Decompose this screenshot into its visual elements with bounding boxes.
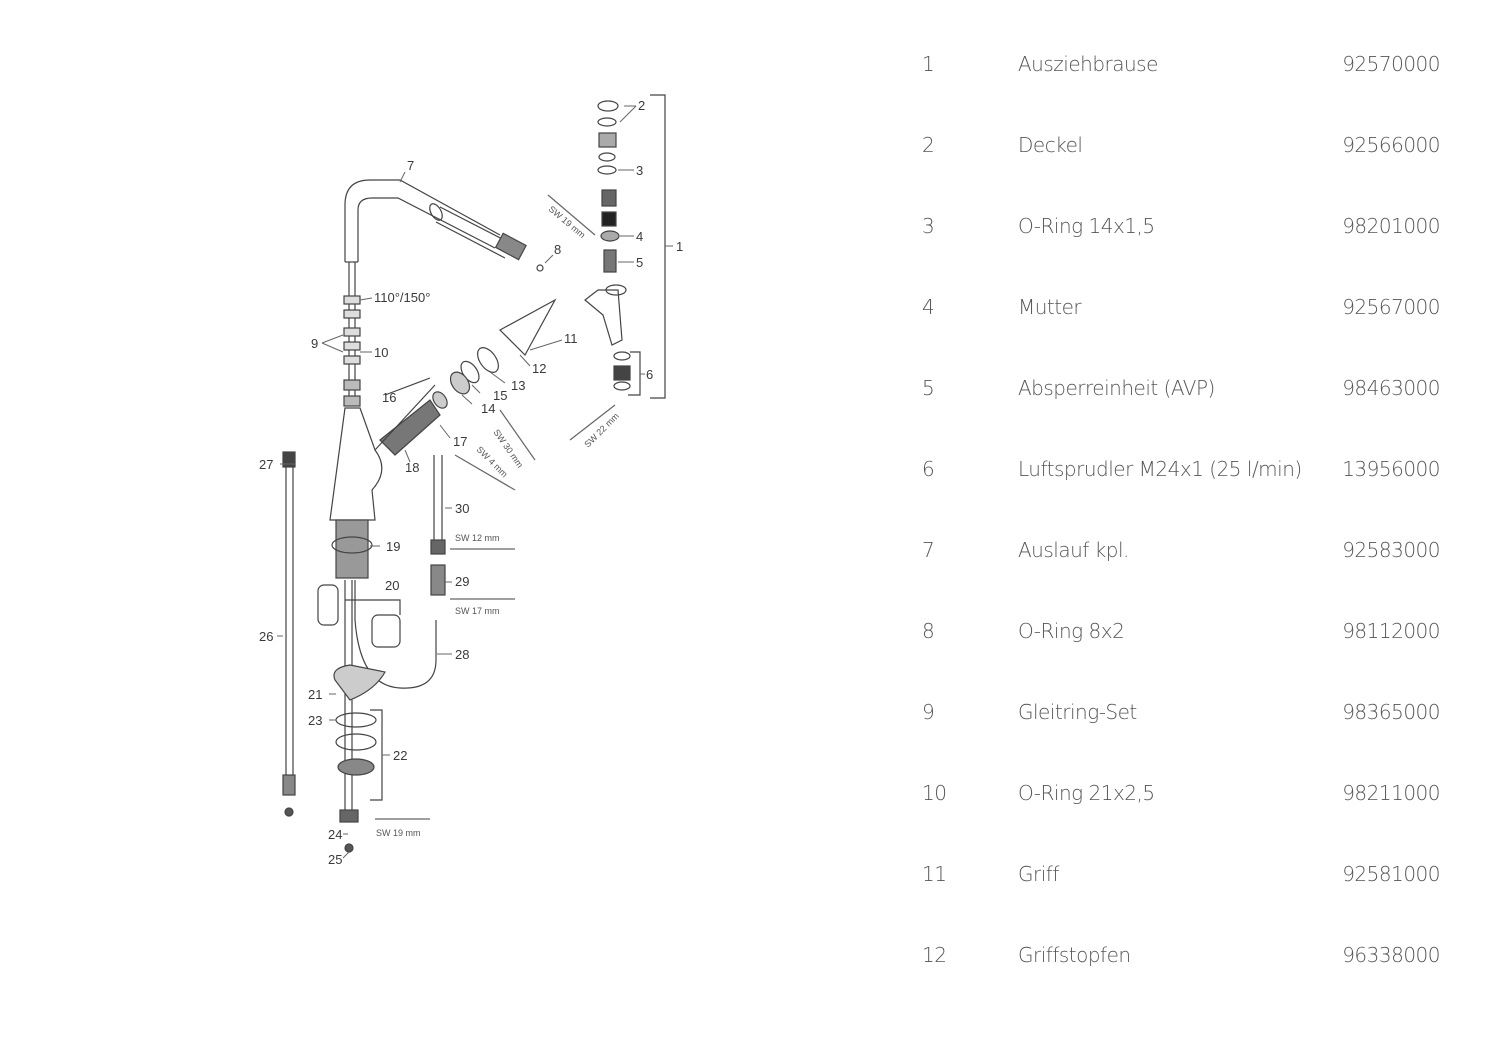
callout-1: 1 [676,239,683,254]
callout-28: 28 [455,647,469,662]
part-number: 12 [922,943,947,967]
callout-26: 26 [259,629,273,644]
part-number: 7 [922,538,935,562]
callout-6: 6 [646,367,653,382]
part-name: O-Ring 21x2,5 [1018,781,1155,805]
callout-5: 5 [636,255,643,270]
part-code: 92566000 [1342,133,1440,157]
part-code: 92583000 [1342,538,1440,562]
wrench-size-sw17: SW 17 mm [455,606,500,616]
callout-19: 19 [386,539,400,554]
part-name: Mutter [1018,295,1082,319]
part-name: Ausziehbrause [1018,52,1158,76]
part-code: 98463000 [1342,376,1440,400]
parts-list-row: 5 Absperreinheit (AVP) 98463000 [900,376,1497,416]
part-name: Luftsprudler M24x1 (25 l/min) [1018,457,1302,481]
part-code: 92567000 [1342,295,1440,319]
callout-25: 25 [328,852,342,867]
wrench-icons [375,194,616,820]
callout-15: 15 [493,388,507,403]
part-name: Griffstopfen [1018,943,1131,967]
callout-9: 9 [311,336,318,351]
parts-list-row: 7 Auslauf kpl. 92583000 [900,538,1497,578]
mounting-parts [317,584,401,801]
part-number: 2 [922,133,935,157]
callout-20: 20 [385,578,399,593]
parts-list-row: 9 Gleitring-Set 98365000 [900,700,1497,740]
callout-2: 2 [638,98,645,113]
part-number: 9 [922,700,935,724]
callout-16: 16 [382,390,396,405]
part-number: 11 [922,862,947,886]
callout-24: 24 [328,827,342,842]
wrench-size-sw19-top: SW 19 mm [547,204,588,240]
stem-rings [343,262,361,407]
part-code: 98201000 [1342,214,1440,238]
parts-list-row: 4 Mutter 92567000 [900,295,1497,335]
part-number: 5 [922,376,935,400]
callout-13: 13 [511,378,525,393]
exploded-view-diagram: 1 2 3 4 5 6 7 8 9 10 11 12 13 14 15 16 1… [259,94,683,867]
callout-4: 4 [636,229,643,244]
mixer-body [329,407,383,579]
part-number: 1 [922,52,935,76]
wrench-size-sw19-bottom: SW 19 mm [376,828,421,838]
parts-list-row: 1 Ausziehbrause 92570000 [900,52,1497,92]
part-name: Absperreinheit (AVP) [1018,376,1215,400]
hoses [282,451,446,853]
callout-21: 21 [308,687,322,702]
parts-list-row: 3 O-Ring 14x1,5 98201000 [900,214,1497,254]
pull-out-spray-assembly [584,94,666,399]
part-number: 10 [922,781,947,805]
part-number: 3 [922,214,935,238]
part-name: Auslauf kpl. [1018,538,1129,562]
callout-30: 30 [455,501,469,516]
callout-7: 7 [407,158,414,173]
callout-17: 17 [453,434,467,449]
callout-27: 27 [259,457,273,472]
part-number: 4 [922,295,935,319]
part-code: 92581000 [1342,862,1440,886]
part-name: Deckel [1018,133,1083,157]
parts-list-row: 10 O-Ring 21x2,5 98211000 [900,781,1497,821]
callout-10: 10 [374,345,388,360]
wrench-size-sw12: SW 12 mm [455,533,500,543]
callout-labels: 1 2 3 4 5 6 7 8 9 10 11 12 13 14 15 16 1… [259,98,683,867]
callout-14: 14 [481,401,495,416]
part-code: 98112000 [1342,619,1440,643]
part-name: O-Ring 8x2 [1018,619,1125,643]
part-code: 13956000 [1342,457,1440,481]
parts-list-row: 11 Griff 92581000 [900,862,1497,902]
part-number: 8 [922,619,935,643]
parts-list-row: 12 Griffstopfen 96338000 [900,943,1497,983]
part-name: Gleitring-Set [1018,700,1137,724]
handle-assembly [374,298,557,456]
callout-8: 8 [554,242,561,257]
part-name: Griff [1018,862,1059,886]
callout-3: 3 [636,163,643,178]
callout-11: 11 [564,331,578,346]
part-number: 6 [922,457,935,481]
parts-list-row: 2 Deckel 92566000 [900,133,1497,173]
spout-part-7 [344,179,544,272]
angle-annotation: 110°/150° [374,290,430,305]
callout-22: 22 [393,748,407,763]
callout-12: 12 [532,361,546,376]
callout-23: 23 [308,713,322,728]
wrench-size-sw22: SW 22 mm [582,411,621,450]
part-code: 98365000 [1342,700,1440,724]
part-code: 92570000 [1342,52,1440,76]
part-name: O-Ring 14x1,5 [1018,214,1155,238]
callout-18: 18 [405,460,419,475]
parts-list-row: 8 O-Ring 8x2 98112000 [900,619,1497,659]
callout-29: 29 [455,574,469,589]
part-code: 96338000 [1342,943,1440,967]
parts-list-row: 6 Luftsprudler M24x1 (25 l/min) 13956000 [900,457,1497,497]
part-code: 98211000 [1342,781,1440,805]
leader-lines [277,105,673,859]
